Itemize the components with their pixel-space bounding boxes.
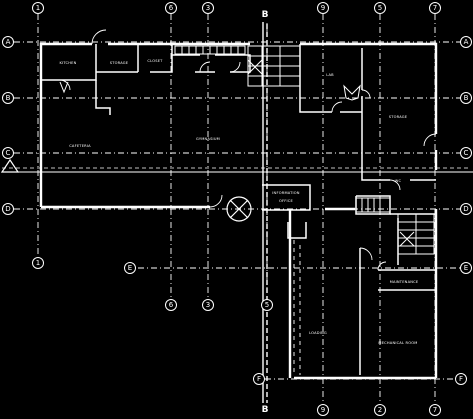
- section-marker-top: B: [258, 8, 272, 22]
- svg-text:B: B: [6, 94, 11, 102]
- grid-bubble-bottom-5: 5: [261, 299, 273, 311]
- grid-bubble-left-c: C: [2, 147, 14, 159]
- grid-bubble-top-5: 5: [374, 2, 386, 14]
- room-label-kitchen: KITCHEN: [60, 61, 77, 65]
- grid-bubble-right-a: A: [460, 36, 472, 48]
- grid-bubble-right-f: F: [455, 373, 467, 385]
- grid-bubble-top-7: 7: [429, 2, 441, 14]
- grid-bubble-bottom-1: 1: [32, 257, 44, 269]
- grid-bubble-right-b: B: [460, 92, 472, 104]
- svg-text:E: E: [128, 264, 132, 272]
- grid-bubble-bottom-6: 6: [165, 299, 177, 311]
- svg-text:B: B: [464, 94, 469, 102]
- room-label-office: OFFICE: [279, 199, 294, 203]
- section-marker-bottom: B: [258, 403, 272, 417]
- svg-text:D: D: [463, 205, 468, 213]
- svg-text:1: 1: [36, 4, 40, 12]
- svg-text:9: 9: [321, 4, 325, 12]
- grid-bubble-left-a: A: [2, 36, 14, 48]
- room-label-wc: WC: [395, 179, 402, 183]
- svg-text:C: C: [6, 149, 11, 157]
- room-label-information: INFORMATION: [272, 191, 300, 195]
- svg-text:B: B: [262, 10, 269, 20]
- svg-text:5: 5: [378, 4, 382, 12]
- svg-text:A: A: [464, 38, 469, 46]
- room-label-closet: CLOSET: [147, 59, 163, 63]
- grid-bubble-top-3: 3: [202, 2, 214, 14]
- section-cut-line: [262, 16, 268, 410]
- stairs: [174, 45, 435, 255]
- grid-bubble-bottom-3: 3: [202, 299, 214, 311]
- lab-fixture: [59, 81, 361, 101]
- grid-bubble-inner-f: F: [253, 373, 265, 385]
- svg-text:F: F: [257, 375, 261, 383]
- loading-dashed-line: [293, 240, 301, 375]
- grid-bubble-left-b: B: [2, 92, 14, 104]
- room-label-maintenance: MAINTENANCE: [390, 280, 419, 284]
- room-label-loading: LOADING: [309, 331, 327, 335]
- grid-bubble-bottom-7: 7: [429, 404, 441, 416]
- grid-bubble-top-1: 1: [32, 2, 44, 14]
- room-label-storage-a: STORAGE: [110, 61, 129, 65]
- svg-text:6: 6: [169, 4, 174, 12]
- svg-text:6: 6: [169, 301, 174, 309]
- grid-bubble-inner-e: E: [124, 262, 136, 274]
- room-label-cafeteria: CAFETERIA: [69, 144, 91, 148]
- exterior-walls: [39, 42, 438, 380]
- grid-bubble-top-6: 6: [165, 2, 177, 14]
- svg-text:7: 7: [433, 4, 437, 12]
- svg-text:9: 9: [321, 406, 325, 414]
- room-label-mechanical: MECHANICAL ROOM: [378, 341, 417, 345]
- svg-text:3: 3: [206, 4, 210, 12]
- room-label-gymnasium: GYMNASIUM: [196, 137, 220, 141]
- section-marker-left: [0, 158, 473, 173]
- grid-bubble-bottom-2: 2: [374, 404, 386, 416]
- svg-text:2: 2: [378, 406, 382, 414]
- grid-bubble-top-9: 9: [317, 2, 329, 14]
- fan-fixture: [226, 196, 252, 222]
- grid-bubble-left-d: D: [2, 203, 14, 215]
- grid-bubble-right-e: E: [460, 262, 472, 274]
- grid-bubble-bottom-9: 9: [317, 404, 329, 416]
- svg-text:3: 3: [206, 301, 210, 309]
- svg-text:D: D: [5, 205, 10, 213]
- svg-text:C: C: [464, 149, 469, 157]
- doors: [59, 29, 437, 271]
- svg-text:1: 1: [36, 259, 40, 267]
- room-label-storage-b: STORAGE: [389, 115, 408, 119]
- svg-text:7: 7: [433, 406, 437, 414]
- svg-text:B: B: [262, 405, 269, 415]
- svg-text:F: F: [459, 375, 463, 383]
- grid-bubble-right-d: D: [460, 203, 472, 215]
- svg-text:A: A: [6, 38, 11, 46]
- svg-text:5: 5: [265, 301, 269, 309]
- room-label-lab: LAB: [326, 73, 334, 77]
- room-labels: KITCHEN STORAGE CLOSET CAFETERIA GYMNASI…: [60, 59, 419, 345]
- grid-bubble-right-c: C: [460, 147, 472, 159]
- svg-text:E: E: [464, 264, 468, 272]
